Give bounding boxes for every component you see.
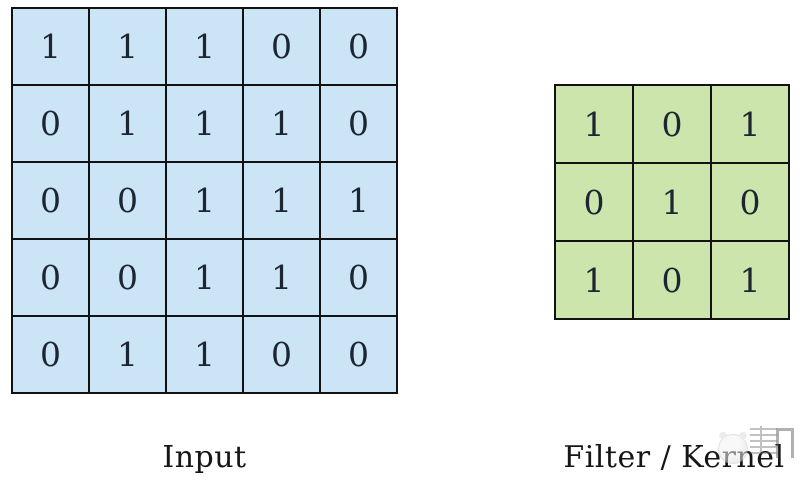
filter-cell: 0 [712, 164, 788, 240]
input-cell: 1 [167, 317, 242, 392]
input-cell: 1 [90, 317, 165, 392]
input-cell: 1 [244, 163, 319, 238]
input-cell: 0 [90, 163, 165, 238]
input-cell: 0 [244, 317, 319, 392]
input-cell: 1 [244, 240, 319, 315]
filter-cell: 1 [556, 242, 632, 318]
input-label: Input [162, 440, 247, 475]
input-cell: 0 [321, 317, 396, 392]
filter-cell: 0 [634, 242, 710, 318]
input-cell: 0 [321, 9, 396, 84]
filter-cell: 1 [556, 86, 632, 162]
input-cell: 1 [321, 163, 396, 238]
filter-cell: 1 [634, 164, 710, 240]
input-cell: 1 [13, 9, 88, 84]
filter-cell: 1 [712, 86, 788, 162]
input-cell: 1 [244, 86, 319, 161]
input-cell: 0 [13, 163, 88, 238]
input-cell: 0 [244, 9, 319, 84]
input-cell: 0 [90, 240, 165, 315]
filter-cell: 0 [634, 86, 710, 162]
input-cell: 0 [13, 86, 88, 161]
input-cell: 0 [321, 240, 396, 315]
input-cell: 1 [90, 86, 165, 161]
filter-cell: 1 [712, 242, 788, 318]
input-cell: 1 [90, 9, 165, 84]
input-cell: 0 [321, 86, 396, 161]
input-cell: 1 [167, 86, 242, 161]
input-cell: 0 [13, 240, 88, 315]
input-cell: 1 [167, 9, 242, 84]
filter-kernel-label: Filter / Kernel [563, 440, 785, 475]
input-cell: 1 [167, 240, 242, 315]
filter-cell: 0 [556, 164, 632, 240]
input-cell: 0 [13, 317, 88, 392]
input-cell: 1 [167, 163, 242, 238]
